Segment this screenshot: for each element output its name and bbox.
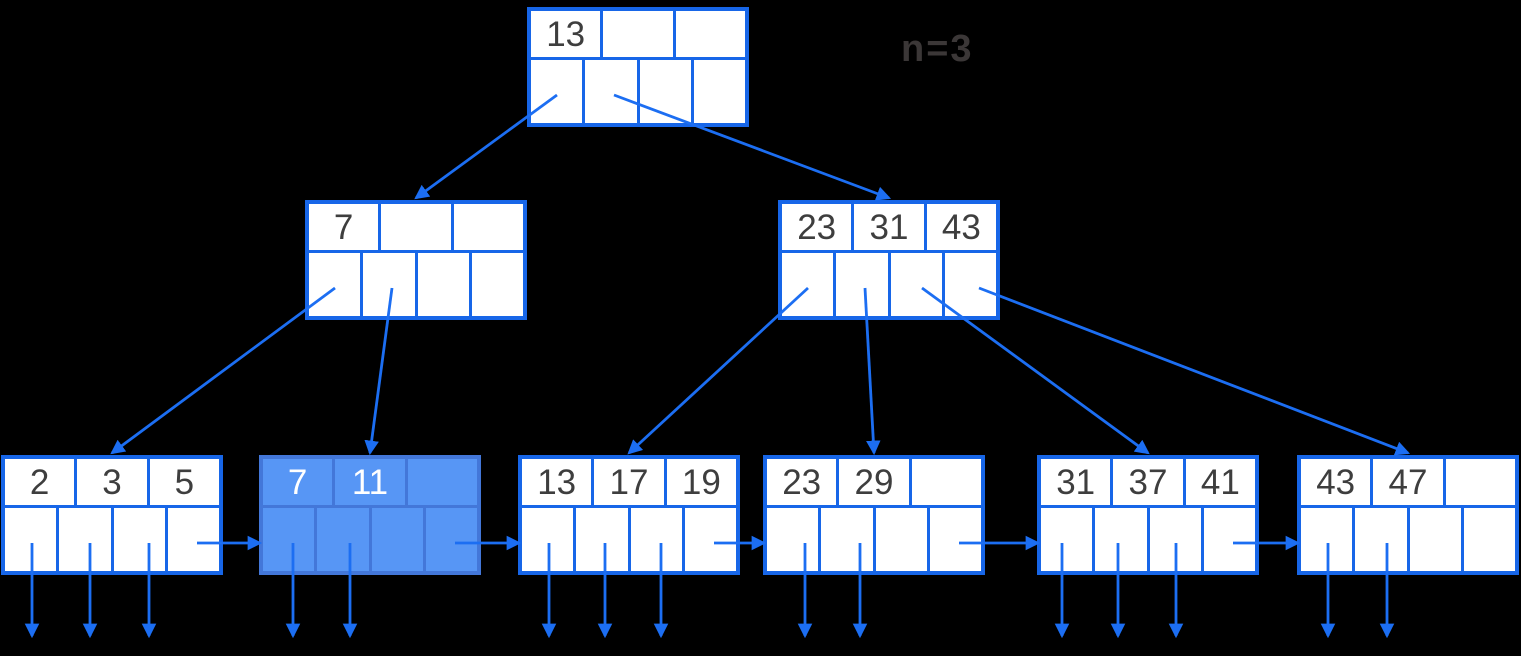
- key-cell: 5: [149, 459, 219, 505]
- pointer-cell: [113, 508, 165, 571]
- child-pointer-arrow: [978, 286, 1411, 456]
- pointer-cell: [1203, 508, 1255, 571]
- pointer-cell: [1409, 508, 1461, 571]
- pointer-cell: [309, 253, 361, 316]
- pointer-cell: [576, 508, 628, 571]
- pointer-cell: [1463, 508, 1515, 571]
- key-cell: 23: [767, 459, 837, 505]
- key-cell: [1445, 459, 1515, 505]
- key-cell: [407, 459, 477, 505]
- pointer-cell: [821, 508, 873, 571]
- key-cell: 23: [782, 204, 852, 250]
- pointer-cell: [684, 508, 736, 571]
- pointer-cell: [317, 508, 369, 571]
- key-cell: 31: [854, 204, 924, 250]
- key-cell: 13: [531, 11, 601, 57]
- pointer-cell: [5, 508, 57, 571]
- key-cell: 43: [1301, 459, 1371, 505]
- pointer-cell: [531, 60, 583, 123]
- pointer-cell: [167, 508, 219, 571]
- pointer-cell: [425, 508, 477, 571]
- pointer-cell: [767, 508, 819, 571]
- key-cell: [381, 204, 451, 250]
- key-cell: 3: [77, 459, 147, 505]
- pointer-cell: [371, 508, 423, 571]
- btree-node-root: 13: [527, 7, 749, 127]
- pointer-cell: [1095, 508, 1147, 571]
- btree-node-internal-7: 7: [305, 200, 527, 320]
- key-cell: 31: [1041, 459, 1111, 505]
- key-cell: 47: [1373, 459, 1443, 505]
- pointer-cell: [630, 508, 682, 571]
- key-cell: 43: [926, 204, 996, 250]
- key-cell: 41: [1185, 459, 1255, 505]
- pointer-cell: [1041, 508, 1093, 571]
- pointer-cell: [944, 253, 996, 316]
- key-cell: [453, 204, 523, 250]
- key-cell: 11: [335, 459, 405, 505]
- key-cell: 19: [666, 459, 736, 505]
- pointer-cell: [1355, 508, 1407, 571]
- pointer-cell: [522, 508, 574, 571]
- pointer-cell: [1301, 508, 1353, 571]
- key-cell: 17: [594, 459, 664, 505]
- child-pointer-arrow: [110, 286, 336, 455]
- pointer-cell: [59, 508, 111, 571]
- pointer-cell: [363, 253, 415, 316]
- pointer-cell: [782, 253, 834, 316]
- key-cell: 29: [839, 459, 909, 505]
- order-label: n=3: [901, 28, 974, 70]
- key-cell: [603, 11, 673, 57]
- pointer-cell: [471, 253, 523, 316]
- pointer-cell: [929, 508, 981, 571]
- pointer-cell: [417, 253, 469, 316]
- pointer-cell: [836, 253, 888, 316]
- pointer-cell: [263, 508, 315, 571]
- key-cell: 13: [522, 459, 592, 505]
- key-cell: 37: [1113, 459, 1183, 505]
- pointer-cell: [875, 508, 927, 571]
- pointer-cell: [585, 60, 637, 123]
- pointer-cell: [693, 60, 745, 123]
- key-cell: 7: [263, 459, 333, 505]
- key-cell: [911, 459, 981, 505]
- pointer-cell: [639, 60, 691, 123]
- pointer-cell: [890, 253, 942, 316]
- pointer-cell: [1149, 508, 1201, 571]
- key-cell: 2: [5, 459, 75, 505]
- key-cell: [675, 11, 745, 57]
- key-cell: 7: [309, 204, 379, 250]
